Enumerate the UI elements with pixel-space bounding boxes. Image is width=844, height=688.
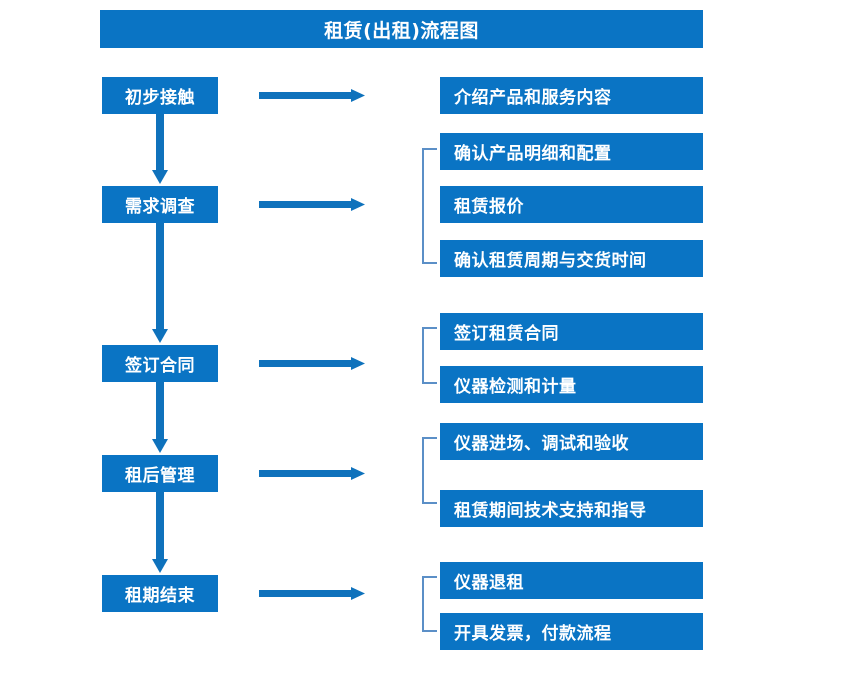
stage-box-post-rental-management[interactable]: 租后管理 <box>102 455 218 492</box>
detail-box-sign-rental-contract[interactable]: 签订租赁合同 <box>440 313 703 350</box>
horizontal-arrow-1 <box>259 86 367 106</box>
detail-box-instrument-inspection[interactable]: 仪器检测和计量 <box>440 366 703 403</box>
horizontal-arrow-2 <box>259 195 367 215</box>
detail-box-instrument-return[interactable]: 仪器退租 <box>440 562 703 599</box>
stage-box-initial-contact[interactable]: 初步接触 <box>102 77 218 114</box>
horizontal-arrow-3 <box>259 354 367 374</box>
stage-box-sign-contract[interactable]: 签订合同 <box>102 345 218 382</box>
vertical-arrow-2 <box>150 223 170 345</box>
vertical-arrow-3 <box>150 382 170 455</box>
detail-box-confirm-rental-period[interactable]: 确认租赁周期与交货时间 <box>440 240 703 277</box>
vertical-arrow-1 <box>150 114 170 186</box>
group-bracket-sign-contract <box>418 327 438 384</box>
detail-box-introduce-products[interactable]: 介绍产品和服务内容 <box>440 77 703 114</box>
detail-box-instrument-arrival[interactable]: 仪器进场、调试和验收 <box>440 423 703 460</box>
group-bracket-rental-end <box>418 576 438 632</box>
detail-box-technical-support[interactable]: 租赁期间技术支持和指导 <box>440 490 703 527</box>
horizontal-arrow-5 <box>259 584 367 604</box>
group-bracket-needs-survey <box>418 148 438 264</box>
detail-box-confirm-product-details[interactable]: 确认产品明细和配置 <box>440 133 703 170</box>
detail-box-invoice-payment[interactable]: 开具发票，付款流程 <box>440 613 703 650</box>
horizontal-arrow-4 <box>259 464 367 484</box>
stage-box-needs-survey[interactable]: 需求调查 <box>102 186 218 223</box>
stage-box-rental-end[interactable]: 租期结束 <box>102 575 218 612</box>
detail-box-rental-quote[interactable]: 租赁报价 <box>440 186 703 223</box>
page-title: 租赁(出租)流程图 <box>100 10 703 48</box>
vertical-arrow-4 <box>150 492 170 575</box>
group-bracket-post-rental <box>418 437 438 504</box>
